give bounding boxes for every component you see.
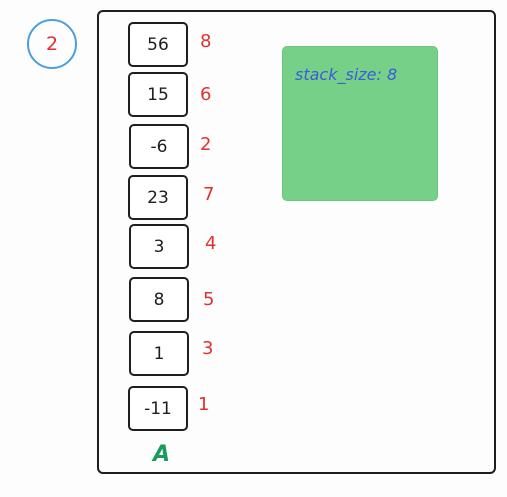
- cell-index-label: 5: [203, 289, 215, 310]
- cell-index-label: 2: [200, 134, 212, 155]
- array-cell: 3: [129, 224, 189, 269]
- array-cell: 56: [128, 22, 188, 67]
- cell-index-label: 4: [205, 233, 217, 254]
- array-cell: -6: [129, 124, 189, 169]
- stack-size-label: stack_size: 8: [295, 65, 398, 84]
- cell-index-label: 1: [198, 394, 210, 415]
- cell-value: -6: [150, 136, 168, 157]
- cell-value: 1: [153, 343, 165, 364]
- stack-size-box: stack_size: 8: [282, 46, 438, 201]
- cell-index-label: 7: [203, 184, 215, 205]
- array-cell: 8: [129, 277, 189, 322]
- array-cell: -11: [128, 386, 188, 431]
- cell-value: -11: [144, 398, 172, 419]
- step-number: 2: [45, 33, 59, 55]
- cell-value: 23: [147, 187, 169, 208]
- step-number-circle: 2: [27, 19, 77, 69]
- cell-value: 8: [153, 289, 165, 310]
- cell-index-label: 3: [202, 338, 214, 359]
- cell-value: 15: [147, 84, 169, 105]
- cell-value: 56: [147, 34, 169, 55]
- array-cell: 15: [128, 72, 188, 117]
- array-name-label: A: [153, 442, 171, 467]
- cell-value: 3: [153, 236, 165, 257]
- array-cell: 23: [128, 175, 188, 220]
- cell-index-label: 6: [200, 84, 212, 105]
- diagram-frame: [97, 10, 496, 474]
- cell-index-label: 8: [200, 31, 212, 52]
- array-cell: 1: [129, 331, 189, 376]
